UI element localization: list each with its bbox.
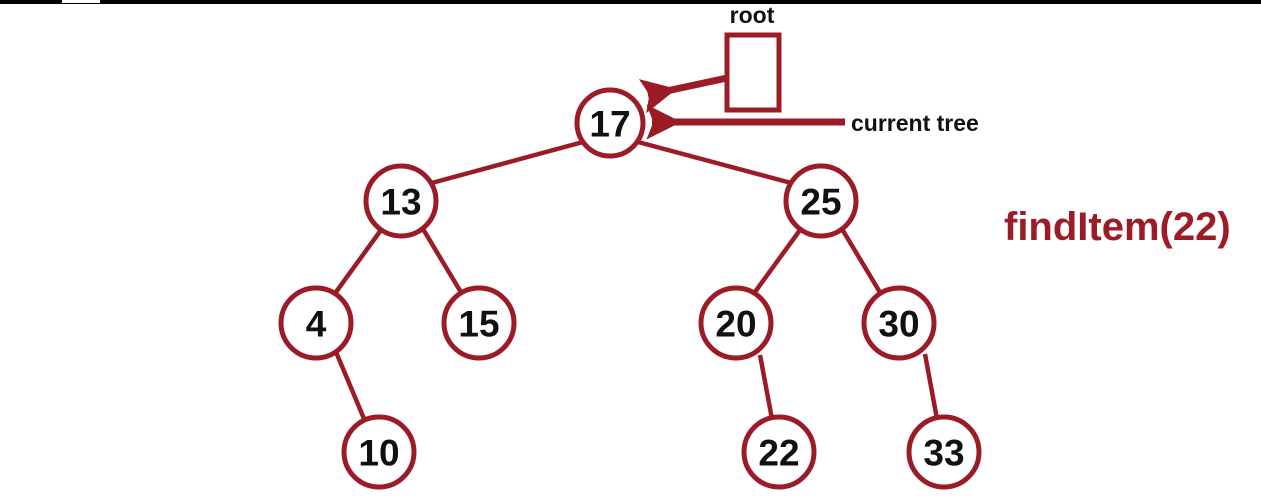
tree-node-30[interactable]: 30	[861, 285, 937, 361]
tree-node-4[interactable]: 4	[278, 285, 354, 361]
edge-13-15	[421, 227, 464, 296]
root-pointer-box[interactable]	[724, 32, 782, 113]
node-circle-13	[363, 163, 439, 239]
node-circle-4	[278, 285, 354, 361]
node-circle-22	[741, 414, 817, 490]
edge-13-4	[334, 228, 383, 294]
tree-node-20[interactable]: 20	[698, 285, 774, 361]
tree-edges	[333, 139, 940, 422]
root-label: root	[730, 2, 775, 28]
tree-node-33[interactable]: 33	[906, 414, 982, 490]
root-pointer-arrow	[638, 74, 728, 114]
node-label-30: 30	[878, 304, 919, 345]
node-circle-25	[783, 163, 859, 239]
edge-25-20	[753, 228, 802, 294]
top-border-rule	[0, 0, 1261, 4]
node-label-25: 25	[800, 182, 841, 223]
edge-17-25	[637, 139, 796, 187]
node-circle-20	[698, 285, 774, 361]
node-label-13: 13	[380, 182, 421, 223]
edge-4-10	[333, 351, 368, 422]
tree-node-17[interactable]: 17	[574, 87, 646, 159]
tree-node-10[interactable]: 10	[341, 414, 417, 490]
tree-node-13[interactable]: 13	[363, 163, 439, 239]
node-circle-30	[861, 285, 937, 361]
operation-caption: findItem(22)	[1004, 205, 1231, 249]
node-circle-10	[341, 414, 417, 490]
top-border-notch	[62, 0, 100, 3]
node-label-4: 4	[306, 304, 327, 345]
node-circle-33	[906, 414, 982, 490]
tree-nodes: 17 13 25 4 15 20 30 10	[278, 87, 982, 490]
node-label-22: 22	[758, 433, 799, 474]
node-circle-17	[574, 87, 646, 159]
tree-node-15[interactable]: 15	[441, 285, 517, 361]
node-label-10: 10	[358, 433, 399, 474]
tree-node-22[interactable]: 22	[741, 414, 817, 490]
node-label-20: 20	[715, 304, 756, 345]
node-label-17: 17	[589, 104, 630, 145]
current-tree-label: current tree	[851, 110, 979, 136]
node-circle-15	[441, 285, 517, 361]
node-label-33: 33	[923, 433, 964, 474]
node-label-15: 15	[458, 304, 499, 345]
edge-17-13	[427, 139, 584, 187]
tree-node-25[interactable]: 25	[783, 163, 859, 239]
edge-20-22	[757, 354, 775, 420]
edge-25-30	[840, 227, 883, 296]
edge-30-33	[922, 353, 940, 420]
